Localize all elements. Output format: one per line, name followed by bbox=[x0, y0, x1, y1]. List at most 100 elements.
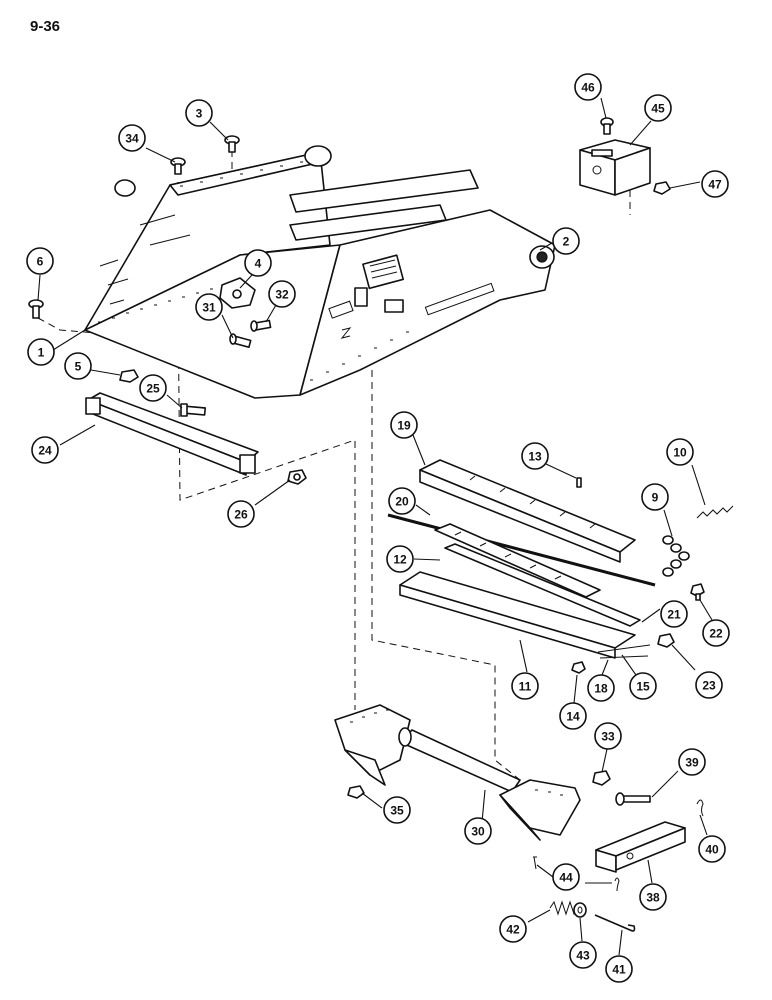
callout-25: 25 bbox=[139, 374, 167, 402]
callout-2: 2 bbox=[552, 227, 580, 255]
callout-label: 46 bbox=[581, 81, 595, 95]
callout-44: 44 bbox=[552, 863, 580, 891]
callout-label: 39 bbox=[685, 756, 699, 770]
callout-19: 19 bbox=[390, 411, 418, 439]
callout-32: 32 bbox=[268, 280, 296, 308]
callout-label: 20 bbox=[395, 495, 409, 509]
callout-label: 45 bbox=[651, 102, 665, 116]
callout-41: 41 bbox=[605, 955, 633, 983]
callout-label: 47 bbox=[708, 178, 722, 192]
callout-label: 21 bbox=[667, 608, 681, 622]
callout-30: 30 bbox=[464, 817, 492, 845]
callout-42: 42 bbox=[499, 915, 527, 943]
callout-circle bbox=[574, 73, 602, 101]
callout-circle bbox=[386, 545, 414, 573]
callout-circle bbox=[499, 915, 527, 943]
leader-lines bbox=[37, 97, 713, 956]
callout-circle bbox=[27, 338, 55, 366]
callout-label: 40 bbox=[705, 843, 719, 857]
callout-label: 26 bbox=[234, 508, 248, 522]
callout-circle bbox=[26, 247, 54, 275]
callout-label: 10 bbox=[673, 446, 687, 460]
callout-label: 42 bbox=[506, 923, 520, 937]
callout-label: 31 bbox=[202, 301, 216, 315]
callout-circle bbox=[383, 796, 411, 824]
callout-label: 2 bbox=[563, 235, 570, 249]
callout-circle bbox=[244, 249, 272, 277]
callout-circle bbox=[695, 671, 723, 699]
callout-label: 24 bbox=[38, 444, 52, 458]
callout-circle bbox=[644, 94, 672, 122]
callouts: 1234569101112131415181920212223242526303… bbox=[26, 73, 730, 983]
shield-assembly bbox=[387, 459, 734, 674]
callout-label: 3 bbox=[196, 107, 203, 121]
callout-18: 18 bbox=[587, 674, 615, 702]
callout-label: 9 bbox=[652, 491, 659, 505]
callout-label: 6 bbox=[37, 255, 44, 269]
callout-label: 4 bbox=[255, 257, 262, 271]
axle-bracket-assembly bbox=[334, 704, 704, 841]
callout-9: 9 bbox=[641, 483, 669, 511]
callout-label: 35 bbox=[390, 804, 404, 818]
callout-label: 12 bbox=[393, 553, 407, 567]
callout-circle bbox=[569, 941, 597, 969]
callout-circle bbox=[678, 748, 706, 776]
callout-47: 47 bbox=[701, 170, 729, 198]
callout-circle bbox=[552, 227, 580, 255]
callout-label: 23 bbox=[702, 679, 716, 693]
callout-circle bbox=[185, 99, 213, 127]
callout-circle bbox=[227, 500, 255, 528]
callout-21: 21 bbox=[660, 600, 688, 628]
callout-circle bbox=[559, 702, 587, 730]
callout-5: 5 bbox=[64, 352, 92, 380]
callout-label: 33 bbox=[601, 730, 615, 744]
callout-label: 32 bbox=[275, 288, 289, 302]
callout-circle bbox=[701, 170, 729, 198]
callout-34: 34 bbox=[118, 124, 146, 152]
callout-label: 25 bbox=[146, 382, 160, 396]
callout-15: 15 bbox=[629, 672, 657, 700]
callout-label: 38 bbox=[646, 891, 660, 905]
callout-label: 41 bbox=[612, 963, 626, 977]
callout-label: 18 bbox=[594, 682, 608, 696]
callout-3: 3 bbox=[185, 99, 213, 127]
callout-4: 4 bbox=[244, 249, 272, 277]
callout-circle bbox=[268, 280, 296, 308]
callout-38: 38 bbox=[639, 883, 667, 911]
callout-46: 46 bbox=[574, 73, 602, 101]
callout-1: 1 bbox=[27, 338, 55, 366]
callout-circle bbox=[666, 438, 694, 466]
callout-label: 11 bbox=[519, 680, 532, 694]
callout-circle bbox=[605, 955, 633, 983]
callout-circle bbox=[521, 442, 549, 470]
page-number: 9-36 bbox=[30, 18, 61, 35]
callout-43: 43 bbox=[569, 941, 597, 969]
callout-39: 39 bbox=[678, 748, 706, 776]
callout-14: 14 bbox=[559, 702, 587, 730]
callout-label: 30 bbox=[471, 825, 485, 839]
callout-circle bbox=[702, 619, 730, 647]
callout-24: 24 bbox=[31, 436, 59, 464]
callout-circle bbox=[195, 293, 223, 321]
cross-bar bbox=[85, 392, 259, 476]
callout-circle bbox=[594, 722, 622, 750]
callout-circle bbox=[639, 883, 667, 911]
callout-circle bbox=[64, 352, 92, 380]
callout-10: 10 bbox=[666, 438, 694, 466]
callout-22: 22 bbox=[702, 619, 730, 647]
callout-40: 40 bbox=[698, 835, 726, 863]
callout-label: 5 bbox=[75, 360, 82, 374]
callout-35: 35 bbox=[383, 796, 411, 824]
callout-circle bbox=[587, 674, 615, 702]
callout-label: 34 bbox=[125, 132, 139, 146]
callout-12: 12 bbox=[386, 545, 414, 573]
main-frame-assembly bbox=[84, 145, 556, 399]
frame-fasteners bbox=[28, 135, 307, 485]
callout-label: 19 bbox=[397, 419, 411, 433]
callout-label: 43 bbox=[576, 949, 590, 963]
callout-circle bbox=[641, 483, 669, 511]
callout-circle bbox=[390, 411, 418, 439]
callout-label: 14 bbox=[566, 710, 580, 724]
callout-circle bbox=[698, 835, 726, 863]
